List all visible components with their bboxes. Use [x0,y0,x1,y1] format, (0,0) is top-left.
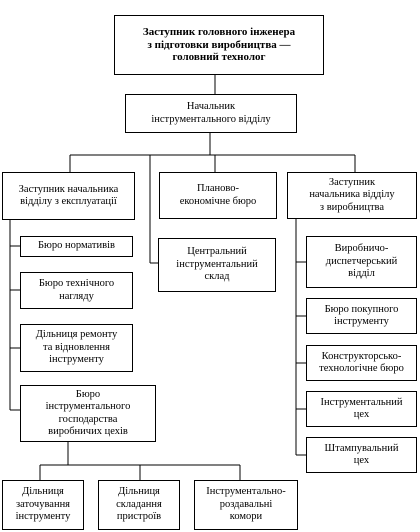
node-tool-storerooms: Інструментально- роздавальні комори [194,480,298,530]
node-assembly-section: Дільниця складання пристроїв [98,480,180,530]
node-shop-tool-bureau: Бюро інструментального господарства виро… [20,385,156,442]
node-standards-bureau: Бюро нормативів [20,236,133,257]
node-tool-shop: Інструментальний цех [306,391,417,427]
node-stamping-shop: Штампувальний цех [306,437,417,473]
node-deputy-production: Заступник начальника відділу з виробницт… [287,172,417,219]
node-tool-repair-section: Дільниця ремонту та відновлення інструме… [20,324,133,372]
node-central-tool-warehouse: Центральний інструментальний склад [158,238,276,292]
node-planning-economic-bureau: Планово- економічне бюро [159,172,277,219]
node-sharpening-section: Дільниця заточування інструменту [2,480,84,530]
node-dispatch-department: Виробничо- диспетчерський відділ [306,236,417,288]
node-design-technology-bureau: Конструкторсько- технологічне бюро [306,345,417,381]
node-tool-department-head: Начальник інструментального відділу [125,94,297,133]
node-technical-supervision-bureau: Бюро технічного нагляду [20,272,133,309]
node-purchased-tools-bureau: Бюро покупного інструменту [306,298,417,334]
node-deputy-operations: Заступник начальника відділу з експлуата… [2,172,135,220]
node-chief-technologist: Заступник головного інженера з підготовк… [114,15,324,75]
